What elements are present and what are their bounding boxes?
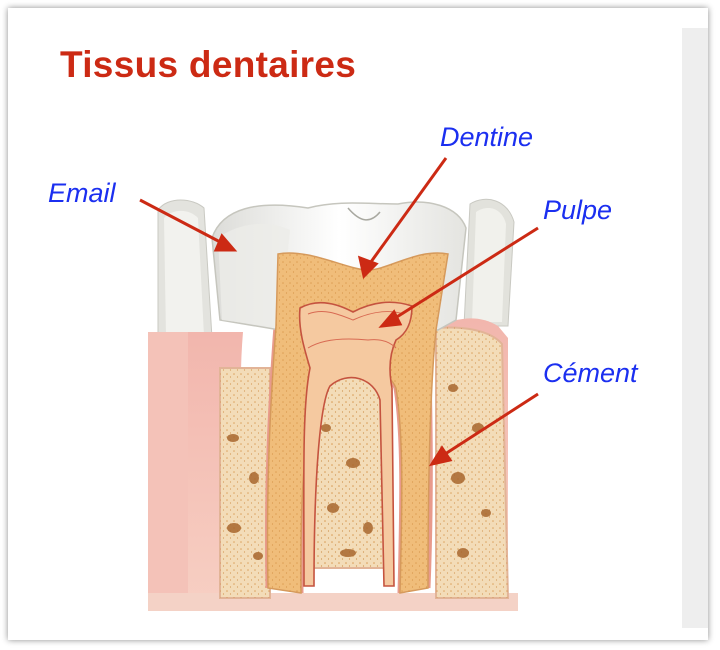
neighbor-tooth-left	[158, 200, 212, 338]
label-cement: Cément	[543, 358, 638, 389]
figure-frame: Tissus dentaires Dentine Email Pulpe Cém…	[8, 8, 708, 640]
neighbor-tooth-right	[464, 199, 514, 326]
label-dentine: Dentine	[440, 122, 533, 153]
tooth-illustration	[8, 8, 708, 640]
page-title: Tissus dentaires	[60, 44, 356, 86]
label-pulpe: Pulpe	[543, 195, 612, 226]
label-email: Email	[48, 178, 116, 209]
